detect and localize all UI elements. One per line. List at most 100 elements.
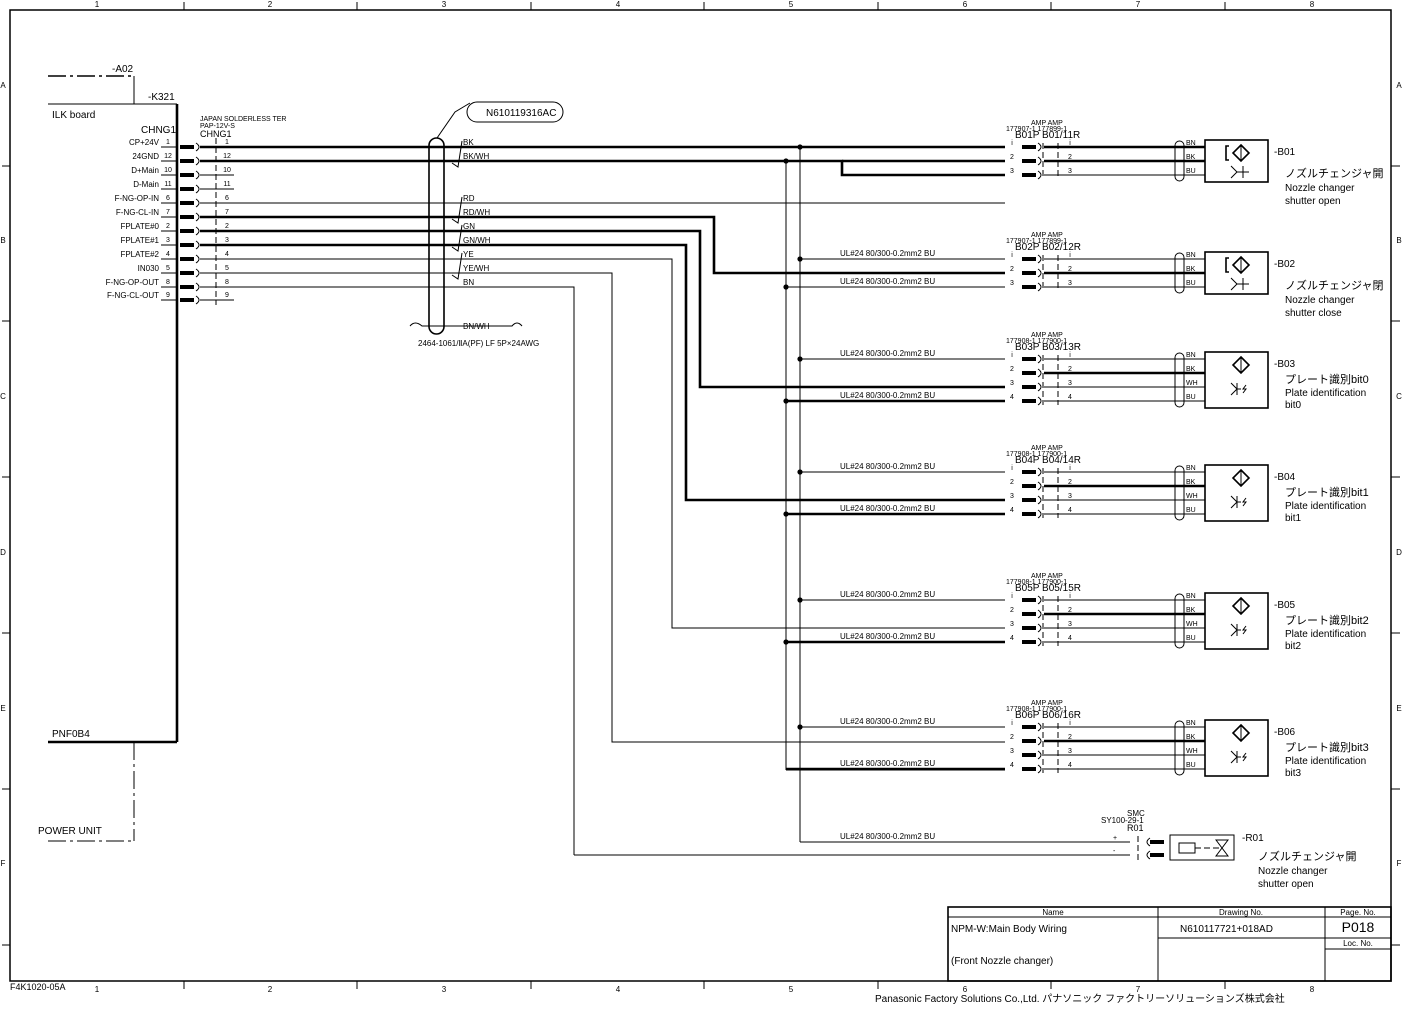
sensor-wire-color: WH [1186,493,1198,500]
pin-socket-icon [1037,156,1042,166]
column-marker-bottom: 1 [95,985,100,994]
bus-wire-label: UL#24 80/300-0.2mm2 BU [840,504,935,513]
valve-conn: R01 [1127,823,1144,833]
pin-socket-icon [1037,609,1042,619]
column-marker-top: 5 [789,0,794,9]
sensor-cable-sheath [1174,140,1185,182]
sensor-pin-number: i [1069,352,1071,359]
pin-socket-icon [1037,495,1042,505]
pin-signal-label: F-NG-OP-IN [115,194,160,203]
sensor-cable-sheath [1174,465,1185,521]
sensor-id: -B04 [1274,472,1296,483]
sensor-pin-number: 2 [1010,607,1014,614]
sensor-connector-maker: AMP AMP [1031,120,1063,127]
sensor-wire-color: BU [1186,280,1196,287]
sensor-wire-color: BU [1186,507,1196,514]
cable-wire-color-label: GN/WH [463,236,491,245]
sensor-name-jp: プレート識別bit1 [1285,486,1369,499]
row-marker-left: D [0,548,6,557]
pin-contact [1022,357,1036,361]
sensor-id: -B06 [1274,727,1296,738]
sensor-pin-number: 4 [1068,762,1072,769]
sensor-pin-number: 3 [1068,168,1072,175]
pin-signal-label: FPLATE#1 [120,236,159,245]
column-marker-bottom: 5 [789,985,794,994]
pin-socket-icon [1037,254,1042,264]
pin-number-board: 11 [164,181,171,188]
company-name: Panasonic Factory Solutions Co.,Ltd. パナソ… [875,992,1285,1005]
pin-socket-icon [1037,722,1042,732]
column-marker-bottom: 6 [963,985,968,994]
pin-contact [1022,640,1036,644]
bus-wire-label: UL#24 80/300-0.2mm2 BU [840,391,935,400]
switch-contact-icon [1230,277,1249,291]
sensor-pin-number: 4 [1068,507,1072,514]
sensor-pin-number: 2 [1010,154,1014,161]
row-marker-right: E [1396,704,1401,713]
pin-number-harness: 6 [225,195,229,202]
pin-socket-icon [1037,368,1042,378]
sensor-wire-color: BK [1186,479,1196,486]
row-marker-right: D [1396,548,1402,557]
valve-minus: - [1113,848,1116,855]
sensor-pin-number: i [1011,465,1013,472]
sensor-name-en2: bit3 [1285,768,1302,779]
pin-socket-icon [195,170,200,180]
pin-socket-icon [195,240,200,250]
signal-wire [200,272,1005,743]
sensor-wire-color: BN [1186,593,1196,600]
sensor-name-en1: Nozzle changer [1285,295,1355,306]
sensor-name-jp: プレート識別bit3 [1285,741,1369,754]
pin-signal-label: FPLATE#0 [120,222,159,231]
sensor-pin-number: 3 [1010,748,1014,755]
pin-number-board: 10 [164,167,172,174]
sensor-body [1204,592,1269,650]
pin-socket-icon [195,198,200,208]
sensor-body [1204,351,1269,409]
sensor-connector-name: B01P B01/11R [1015,130,1080,141]
sensor-wire-color: BU [1186,168,1196,175]
twisted-pair-mark [451,252,463,280]
column-marker-top: 7 [1136,0,1141,9]
sensor-pin-number: 3 [1010,280,1014,287]
bus-wire-label: UL#24 80/300-0.2mm2 BU [840,277,935,286]
pin-socket-icon [1037,396,1042,406]
cable-bundle: N610119316AC 2464-1061/ⅡA(PF) LF 5P×24AW… [409,101,564,348]
pin-contact [180,173,194,177]
pin-contact [1022,725,1036,729]
sensor-name-en1: Nozzle changer [1285,183,1355,194]
sensor-pin-number: i [1069,252,1071,259]
cable-wire-color-label: BK [463,138,474,147]
sensor-wire-color: BU [1186,762,1196,769]
sensor-pin-number: i [1011,593,1013,600]
pin-signal-label: D-Main [133,180,159,189]
page-number: P018 [1342,919,1375,935]
column-marker-bottom: 7 [1136,985,1141,994]
valve-r01: UL#24 80/300-0.2mm2 BU SMC SY100-29-1 R0… [574,809,1356,890]
pin-signal-label: FPLATE#2 [120,250,159,259]
cable-wire-color-label: YE/WH [463,264,489,273]
valve-id: -R01 [1242,833,1264,844]
pin-signal-label: F-NG-CL-IN [116,208,159,217]
pin-socket-icon [195,282,200,292]
drawing-name: NPM-W:Main Body Wiring [951,924,1067,935]
pin-contact [1022,598,1036,602]
pin-number-board: 12 [164,153,172,160]
sensor-connector-maker: AMP AMP [1031,573,1063,580]
pin-contact [1022,371,1036,375]
sensor-pin-number: 3 [1010,621,1014,628]
sensor-pin-number: 3 [1068,493,1072,500]
column-marker-top: 1 [95,0,100,9]
pin-number-board: 3 [166,237,170,244]
signal-wire [200,159,1005,177]
sensor-pin-number: 3 [1010,168,1014,175]
sensor-name-en2: bit0 [1285,400,1302,411]
ilk-board-block: -A02 -K321 ILK board CHNG1 JAPAN SOLDERL… [38,64,287,842]
sensor-pin-number: 2 [1010,479,1014,486]
sensor-connector-maker: AMP AMP [1031,332,1063,339]
